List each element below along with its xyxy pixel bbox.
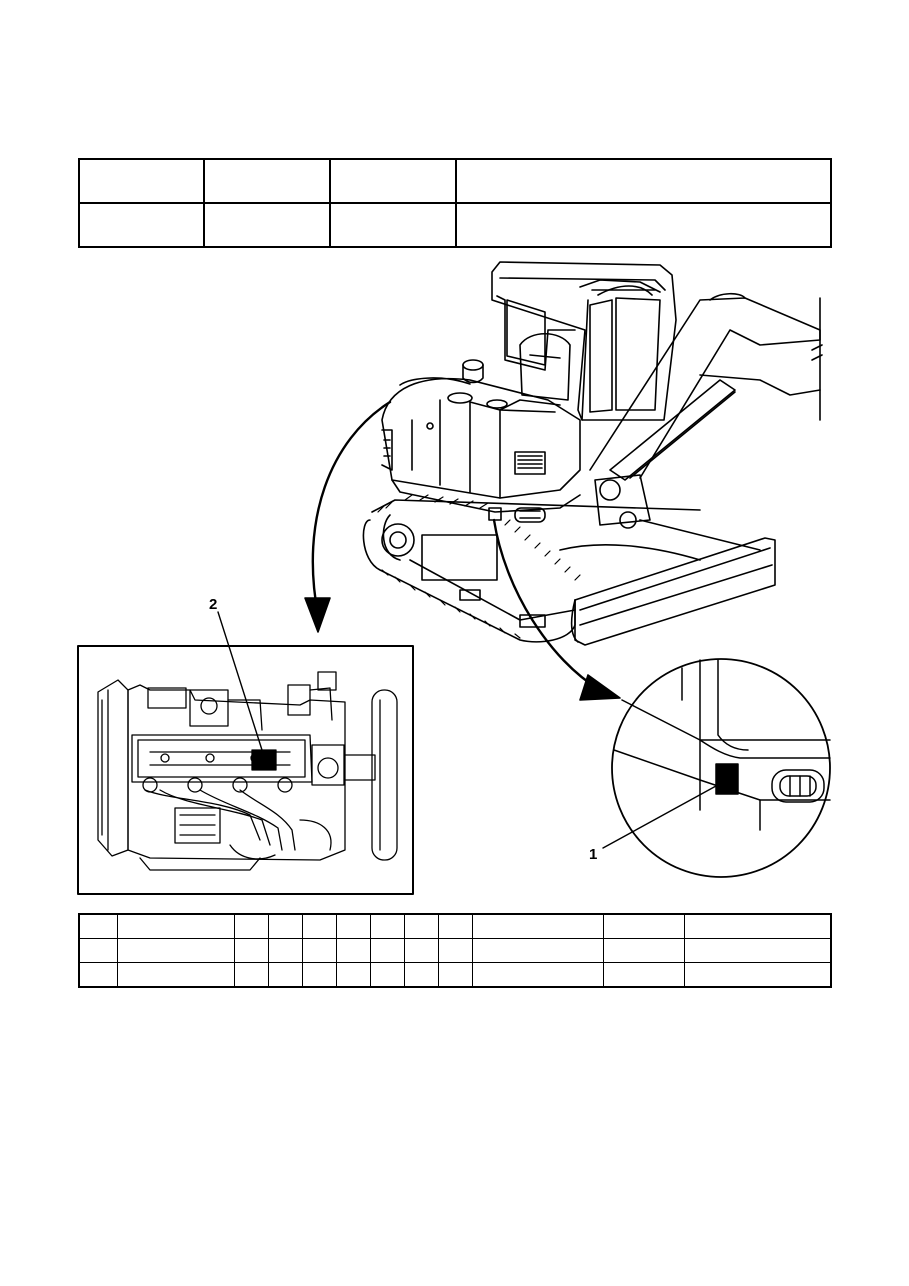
table-cell	[602, 938, 685, 963]
table-cell	[437, 962, 473, 988]
table-cell	[301, 913, 337, 939]
right-arrow	[492, 518, 602, 692]
table-cell	[683, 938, 832, 963]
table-cell	[471, 938, 604, 963]
callout-label-1: 1	[589, 846, 598, 863]
table-cell	[267, 962, 303, 988]
table-cell	[329, 202, 457, 248]
spec-table	[78, 913, 832, 988]
table-row	[78, 962, 832, 988]
table-cell	[78, 913, 118, 939]
table-cell	[437, 938, 473, 963]
table-cell	[369, 962, 405, 988]
table-cell	[203, 158, 331, 204]
serial-plate-detail-illustration	[613, 659, 831, 831]
engine-illustration	[97, 671, 398, 871]
table-cell	[267, 913, 303, 939]
table-cell	[455, 202, 832, 248]
table-cell	[369, 913, 405, 939]
table-cell	[78, 202, 205, 248]
table-cell	[602, 913, 685, 939]
callout-label-2: 2	[209, 596, 218, 613]
table-cell	[116, 938, 235, 963]
table-cell	[602, 962, 685, 988]
table-cell	[78, 158, 205, 204]
table-cell	[403, 913, 439, 939]
table-cell	[116, 913, 235, 939]
table-row	[78, 202, 832, 248]
table-cell	[683, 962, 832, 988]
table-cell	[267, 938, 303, 963]
table-cell	[78, 938, 118, 963]
table-cell	[455, 158, 832, 204]
table-cell	[437, 913, 473, 939]
table-cell	[335, 962, 371, 988]
table-row	[78, 938, 832, 963]
table-cell	[471, 962, 604, 988]
table-row	[78, 913, 832, 939]
table-cell	[471, 913, 604, 939]
detail-circle	[611, 658, 831, 878]
table-cell	[403, 938, 439, 963]
table-row	[78, 158, 832, 204]
right-arrow-head	[579, 674, 621, 701]
table-cell	[683, 913, 832, 939]
table-cell	[335, 938, 371, 963]
table-cell	[329, 158, 457, 204]
table-cell	[233, 938, 269, 963]
excavator-body	[362, 261, 823, 646]
header-info-table	[78, 158, 832, 248]
table-cell	[78, 962, 118, 988]
table-cell	[233, 913, 269, 939]
table-cell	[301, 962, 337, 988]
left-arrow-head	[304, 597, 331, 633]
table-cell	[203, 202, 331, 248]
left-arrow	[311, 400, 392, 617]
engine-inset-frame	[77, 645, 414, 895]
table-cell	[369, 938, 405, 963]
table-cell	[233, 962, 269, 988]
table-cell	[335, 913, 371, 939]
table-cell	[301, 938, 337, 963]
table-cell	[116, 962, 235, 988]
table-cell	[403, 962, 439, 988]
